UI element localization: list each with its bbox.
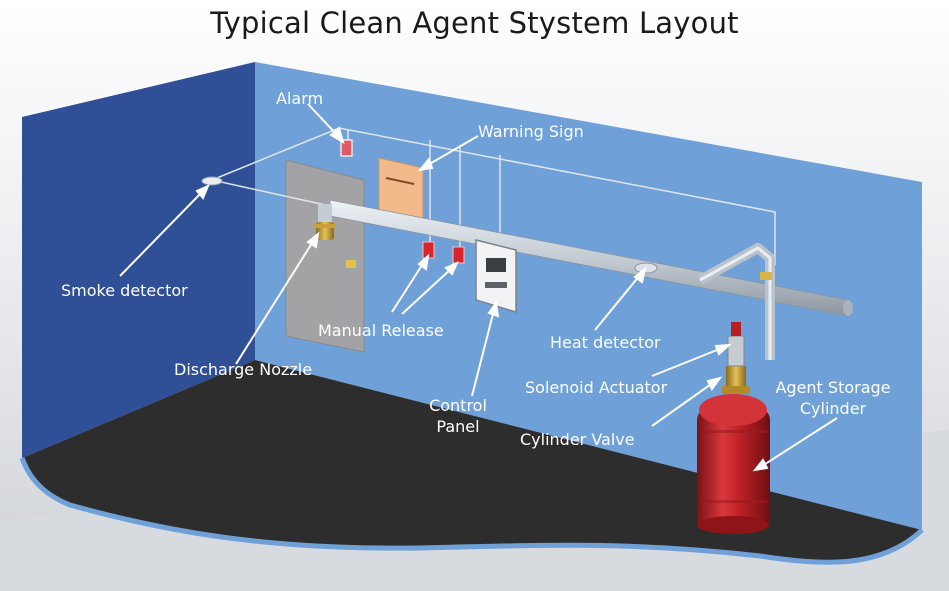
nozzle-collar bbox=[314, 224, 336, 228]
warning-sign-label: Warning Sign bbox=[478, 122, 584, 141]
smoke-detector bbox=[201, 176, 223, 186]
door-handle bbox=[346, 260, 356, 268]
agent-storage-cylinder-label-line1: Agent Storage bbox=[775, 378, 891, 397]
label-arrows bbox=[119, 103, 838, 472]
floor-edge bbox=[19, 457, 924, 565]
branch-pipe-highlight bbox=[699, 246, 772, 360]
alarm-label: Alarm bbox=[276, 89, 324, 108]
heat-detector-label: Heat detector bbox=[550, 333, 661, 352]
smoke-detector-label: Smoke detector bbox=[61, 281, 188, 300]
agent-storage-cylinder-label: Agent Storage Cylinder bbox=[774, 377, 892, 419]
manual-release-label: Manual Release bbox=[318, 321, 444, 340]
left-wall bbox=[22, 62, 255, 458]
discharge-nozzle-label: Discharge Nozzle bbox=[174, 360, 313, 379]
warning-sign-text-mark bbox=[385, 177, 415, 185]
control-panel-keys bbox=[485, 282, 507, 288]
pipe-end-cap bbox=[843, 300, 853, 316]
agent-storage-cylinder-label-line2: Cylinder bbox=[799, 399, 867, 418]
page-title: Typical Clean Agent Stystem Layout bbox=[210, 6, 739, 40]
manual-release-2 bbox=[452, 246, 465, 264]
control-panel-label: Control Panel bbox=[418, 395, 498, 437]
alarm bbox=[340, 139, 353, 157]
cylinder-valve-base bbox=[722, 386, 750, 394]
cylinder-valve-label: Cylinder Valve bbox=[520, 430, 635, 449]
control-panel-label-line1: Control bbox=[429, 396, 487, 415]
actuator-cap bbox=[731, 322, 741, 336]
solenoid-actuator bbox=[727, 335, 745, 367]
control-panel-display bbox=[486, 258, 506, 272]
pipe-coupling bbox=[760, 272, 772, 280]
control-panel bbox=[475, 239, 517, 314]
cylinder-valve bbox=[726, 366, 746, 390]
solenoid-actuator-label: Solenoid Actuator bbox=[525, 378, 668, 397]
control-panel-label-line2: Panel bbox=[436, 417, 480, 436]
nozzle-drop-pipe bbox=[318, 204, 332, 224]
agent-storage-cylinder bbox=[697, 394, 770, 534]
